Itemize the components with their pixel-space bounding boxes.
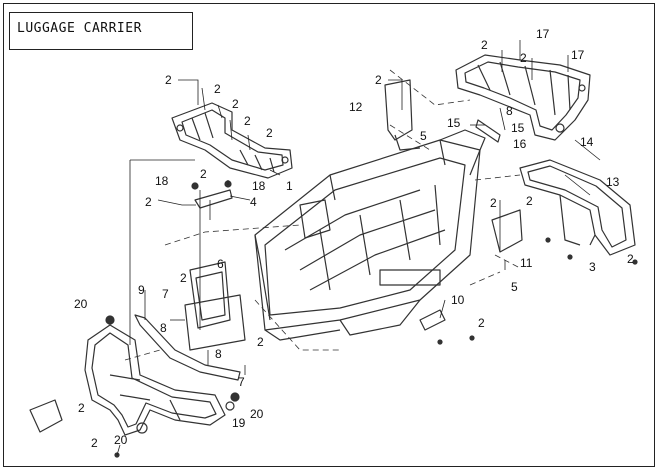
callout-7: 7 <box>162 287 169 301</box>
callout-10: 10 <box>451 293 465 307</box>
callout-11: 11 <box>520 256 533 270</box>
dashed-guides <box>124 69 521 361</box>
rear-bumper <box>519 159 636 256</box>
callout-2: 2 <box>478 316 485 330</box>
callout-8: 8 <box>160 321 167 335</box>
callout-15: 15 <box>447 116 461 130</box>
callout-8: 8 <box>506 104 513 118</box>
callout-5: 5 <box>420 129 427 143</box>
callout-2: 2 <box>180 271 187 285</box>
callout-2: 2 <box>78 401 85 415</box>
title-box <box>9 12 193 50</box>
callout-3: 3 <box>589 260 596 274</box>
callout-2: 2 <box>200 167 207 181</box>
callout-4: 4 <box>250 195 257 209</box>
callout-20: 20 <box>114 433 128 447</box>
callout-13: 13 <box>606 175 620 189</box>
drawing-frame <box>3 3 655 467</box>
front-bumper <box>84 324 235 436</box>
callout-2: 2 <box>481 38 488 52</box>
callout-2: 2 <box>266 126 273 140</box>
callout-2: 2 <box>145 195 152 209</box>
callout-8: 8 <box>215 347 222 361</box>
callout-2: 2 <box>526 194 533 208</box>
callout-2: 2 <box>627 252 634 266</box>
callout-2: 2 <box>232 97 239 111</box>
callout-18: 18 <box>155 174 169 188</box>
callout-15: 15 <box>511 121 525 135</box>
callout-12: 12 <box>349 100 363 114</box>
callout-2: 2 <box>214 82 221 96</box>
callout-17: 17 <box>536 27 550 41</box>
callout-6: 6 <box>217 257 224 271</box>
main-frame <box>254 129 486 341</box>
callout-1: 1 <box>286 179 293 193</box>
rear-rack <box>455 54 591 141</box>
callout-2: 2 <box>257 335 264 349</box>
callout-19: 19 <box>232 416 246 430</box>
callout-9: 9 <box>138 283 145 297</box>
callout-7: 7 <box>238 375 245 389</box>
callout-2: 2 <box>490 196 497 210</box>
callout-14: 14 <box>580 135 594 149</box>
callout-2: 2 <box>520 51 527 65</box>
callout-2: 2 <box>165 73 172 87</box>
callout-2: 2 <box>91 436 98 450</box>
callout-2: 2 <box>375 73 382 87</box>
callout-20: 20 <box>250 407 264 421</box>
callout-5: 5 <box>511 280 518 294</box>
callout-16: 16 <box>513 137 527 151</box>
leader-lines <box>116 40 601 456</box>
callout-18: 18 <box>252 179 266 193</box>
callout-labels: 2 2 2 2 2 1 18 18 4 2 2 2 6 9 7 8 8 2 7 … <box>74 27 634 450</box>
diagram-title: LUGGAGE CARRIER <box>17 21 142 36</box>
callout-20: 20 <box>74 297 88 311</box>
fasteners <box>105 180 638 458</box>
front-rack <box>171 102 293 179</box>
callout-17: 17 <box>571 48 585 62</box>
callout-2: 2 <box>244 114 251 128</box>
